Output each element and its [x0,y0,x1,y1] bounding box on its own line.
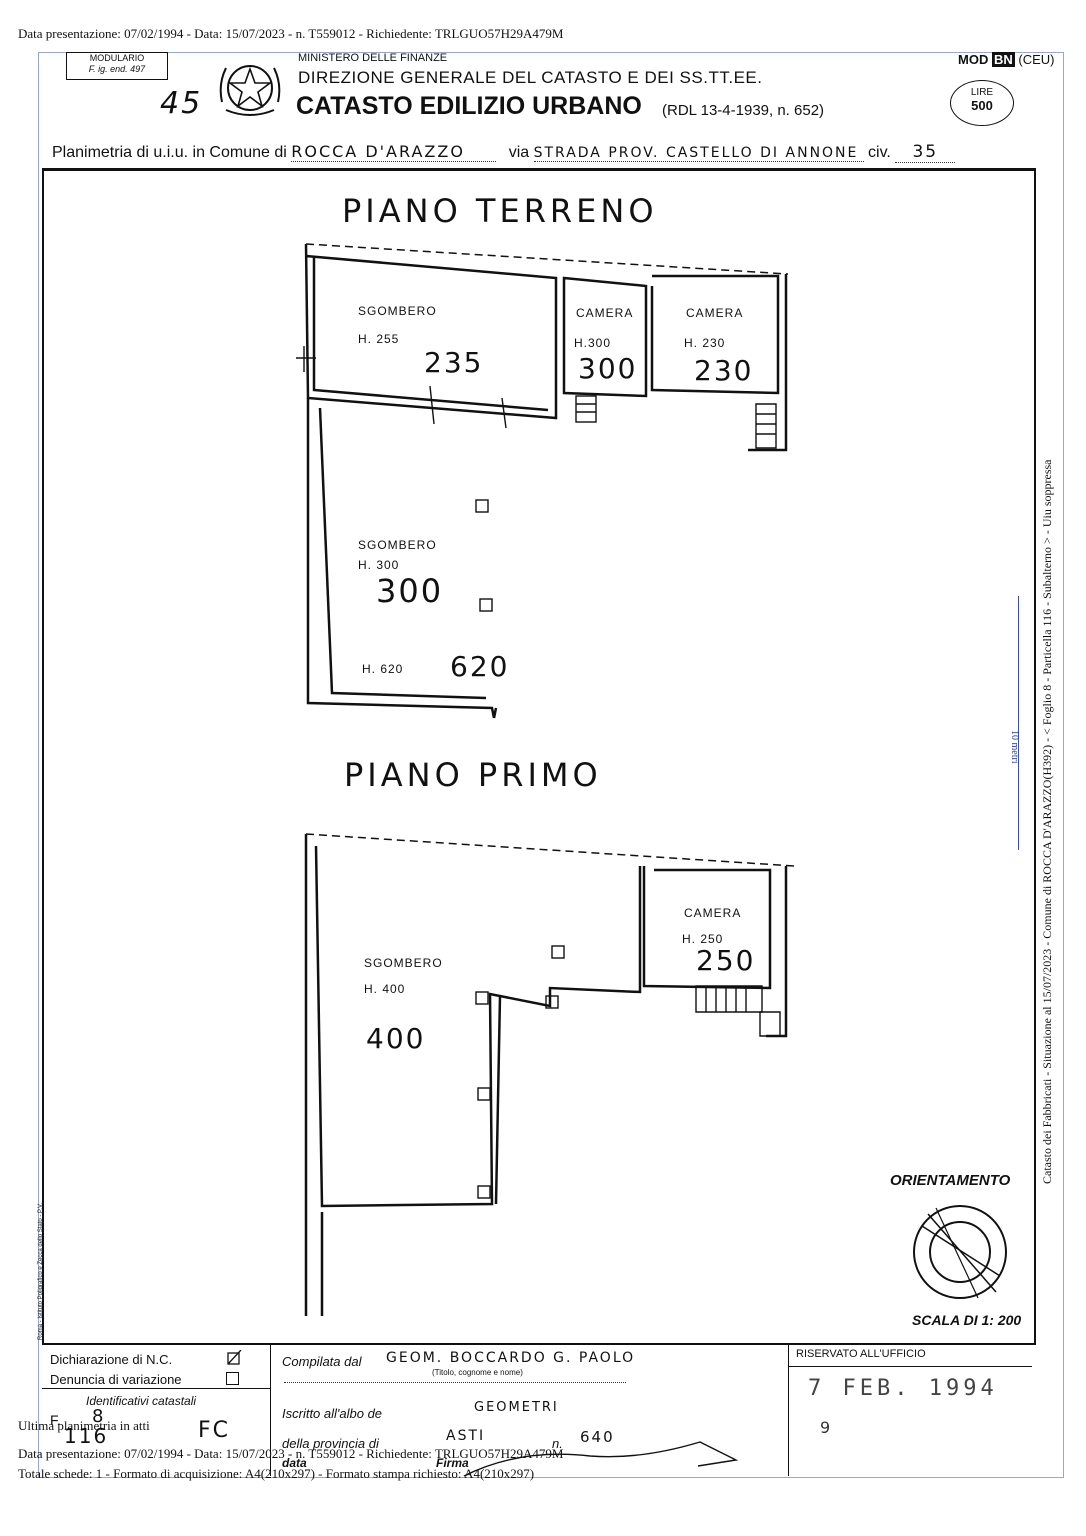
firma-label: Firma [436,1456,469,1470]
modulario-line2: F. ig. end. 497 [88,64,146,74]
modulario-box: MODULARIO F. ig. end. 497 [66,52,168,80]
header-stamp: Data presentazione: 07/02/1994 - Data: 1… [18,26,564,41]
mod-prefix: MOD [958,52,989,67]
room-name: SGOMBERO [358,304,437,318]
room-height-handwritten: 250 [696,944,756,977]
via-label: via [508,144,530,161]
declaration-nc-label: Dichiarazione di N.C. [50,1352,173,1367]
document-title: CATASTO EDILIZIO URBANO [296,92,642,120]
room-height: H. 250 [682,932,724,946]
mod-suffix: (CEU) [1018,52,1055,67]
room-height: H. 300 [358,558,400,572]
n-value: 640 [580,1428,615,1446]
n-label: n. [552,1436,563,1451]
price-currency: LIRE [970,87,994,98]
row-divider [788,1366,1032,1367]
room-name: SGOMBERO [364,956,443,970]
room-height-handwritten: 300 [376,572,444,610]
room-name: CAMERA [686,306,744,320]
riservato-label: RISERVATO ALL'UFFICIO [796,1348,926,1360]
orientation-label: ORIENTAMENTO [890,1172,1011,1189]
titolo-note: (Titolo, cognome e nome) [432,1368,523,1377]
footer-ultima: Ultima planimetria in atti [18,1418,150,1433]
north-arrow-icon [913,1205,1007,1299]
checked-box-icon [227,1349,242,1365]
footer-totale: Totale schede: 1 - Formato di acquisizio… [18,1466,535,1481]
scale-label: SCALA DI 1: 200 [912,1312,1022,1328]
mod-code-value: BN [991,52,1015,67]
room-height: H. 230 [684,336,726,350]
rdl-reference: (RDL 13-4-1939, n. 652) [662,102,825,119]
modulario-line1: MODULARIO [89,53,145,63]
first-floor-plan [304,833,795,1316]
declaration-nc: Dichiarazione di N.C. [50,1352,172,1367]
compilata-value: GEOM. BOCCARDO G. PAOLO [386,1350,636,1366]
room-name: CAMERA [684,906,742,920]
ministry-label: MINISTERO DELLE FINANZE [298,52,448,64]
column-divider [788,1344,789,1476]
iscritto-label: Iscritto all'albo de [282,1406,383,1421]
scale-bar-label: 10 metri [1009,730,1020,764]
room-height-handwritten: 230 [694,354,754,387]
provincia-value: ASTI [446,1428,486,1444]
declaration-variation-label: Denuncia di variazione [50,1372,182,1387]
civ-label: civ. [868,144,891,161]
signature-icon [463,1441,739,1477]
room-height-handwritten: 400 [366,1022,426,1055]
foglio-label: F. [50,1412,61,1428]
room-height: H.300 [574,336,612,350]
room-height-handwritten: 620 [450,650,510,683]
declaration-nc-checkbox[interactable] [226,1349,242,1371]
mod-code: MOD BN (CEU) [958,52,1054,67]
checkbox-icon [226,1372,239,1386]
civ-value: 35 [895,142,956,163]
comune-value: ROCCA D'ARAZZO [291,142,497,162]
handwritten-number: 45 [160,86,203,121]
particella-value: 116 [64,1424,109,1448]
compilata-label: Compilata dal [282,1354,362,1369]
ground-floor-plan [296,243,789,719]
form-table [42,1344,1032,1476]
floor-title-primo: PIANO PRIMO [344,756,602,794]
side-stamp: Catasto dei Fabbricati - Situazione al 1… [1040,459,1054,1184]
foglio-value: 8 [92,1406,106,1427]
price-stamp: LIRE 500 [950,80,1014,126]
direction-label: DIREZIONE GENERALE DEL CATASTO E DEI SS.… [298,68,763,87]
declaration-variation-checkbox[interactable] [226,1370,239,1388]
room-height: H. 255 [358,332,400,346]
iscritto-value: GEOMETRI [474,1400,559,1415]
printer-imprint: Roma - Istituto Poligrafico e Zecca dell… [38,1202,44,1340]
received-date-stamp: 7 FEB. 1994 [808,1376,998,1401]
room-name: SGOMBERO [358,538,437,552]
room-height: H. 400 [364,982,406,996]
price-amount: 500 [971,98,993,113]
room-name: CAMERA [576,306,634,320]
republic-emblem-icon [219,65,281,116]
planimetria-line: Planimetria di u.i.u. in Comune di ROCCA… [52,142,956,163]
room-height: H. 620 [362,662,404,676]
footer-stamp: Data presentazione: 07/02/1994 - Data: 1… [18,1446,564,1461]
form-sheet [38,52,1064,1478]
via-value: STRADA PROV. CASTELLO DI ANNONE [533,145,864,162]
plan-frame [42,168,1036,1345]
scale-bar [1018,596,1019,850]
office-note: 9 [820,1418,833,1437]
planimetria-prefix: Planimetria di u.i.u. in Comune di [52,144,287,161]
subalterno-value: FC [198,1418,231,1443]
column-divider [270,1344,271,1476]
floor-title-terreno: PIANO TERRENO [342,192,658,230]
identificativi-label: Identificativi catastali [86,1394,197,1408]
provincia-label: della provincia di [282,1436,379,1451]
room-height-handwritten: 300 [578,352,638,385]
data-label: data [282,1456,307,1470]
dotted-line [284,1382,626,1383]
room-height-handwritten: 235 [424,346,484,379]
